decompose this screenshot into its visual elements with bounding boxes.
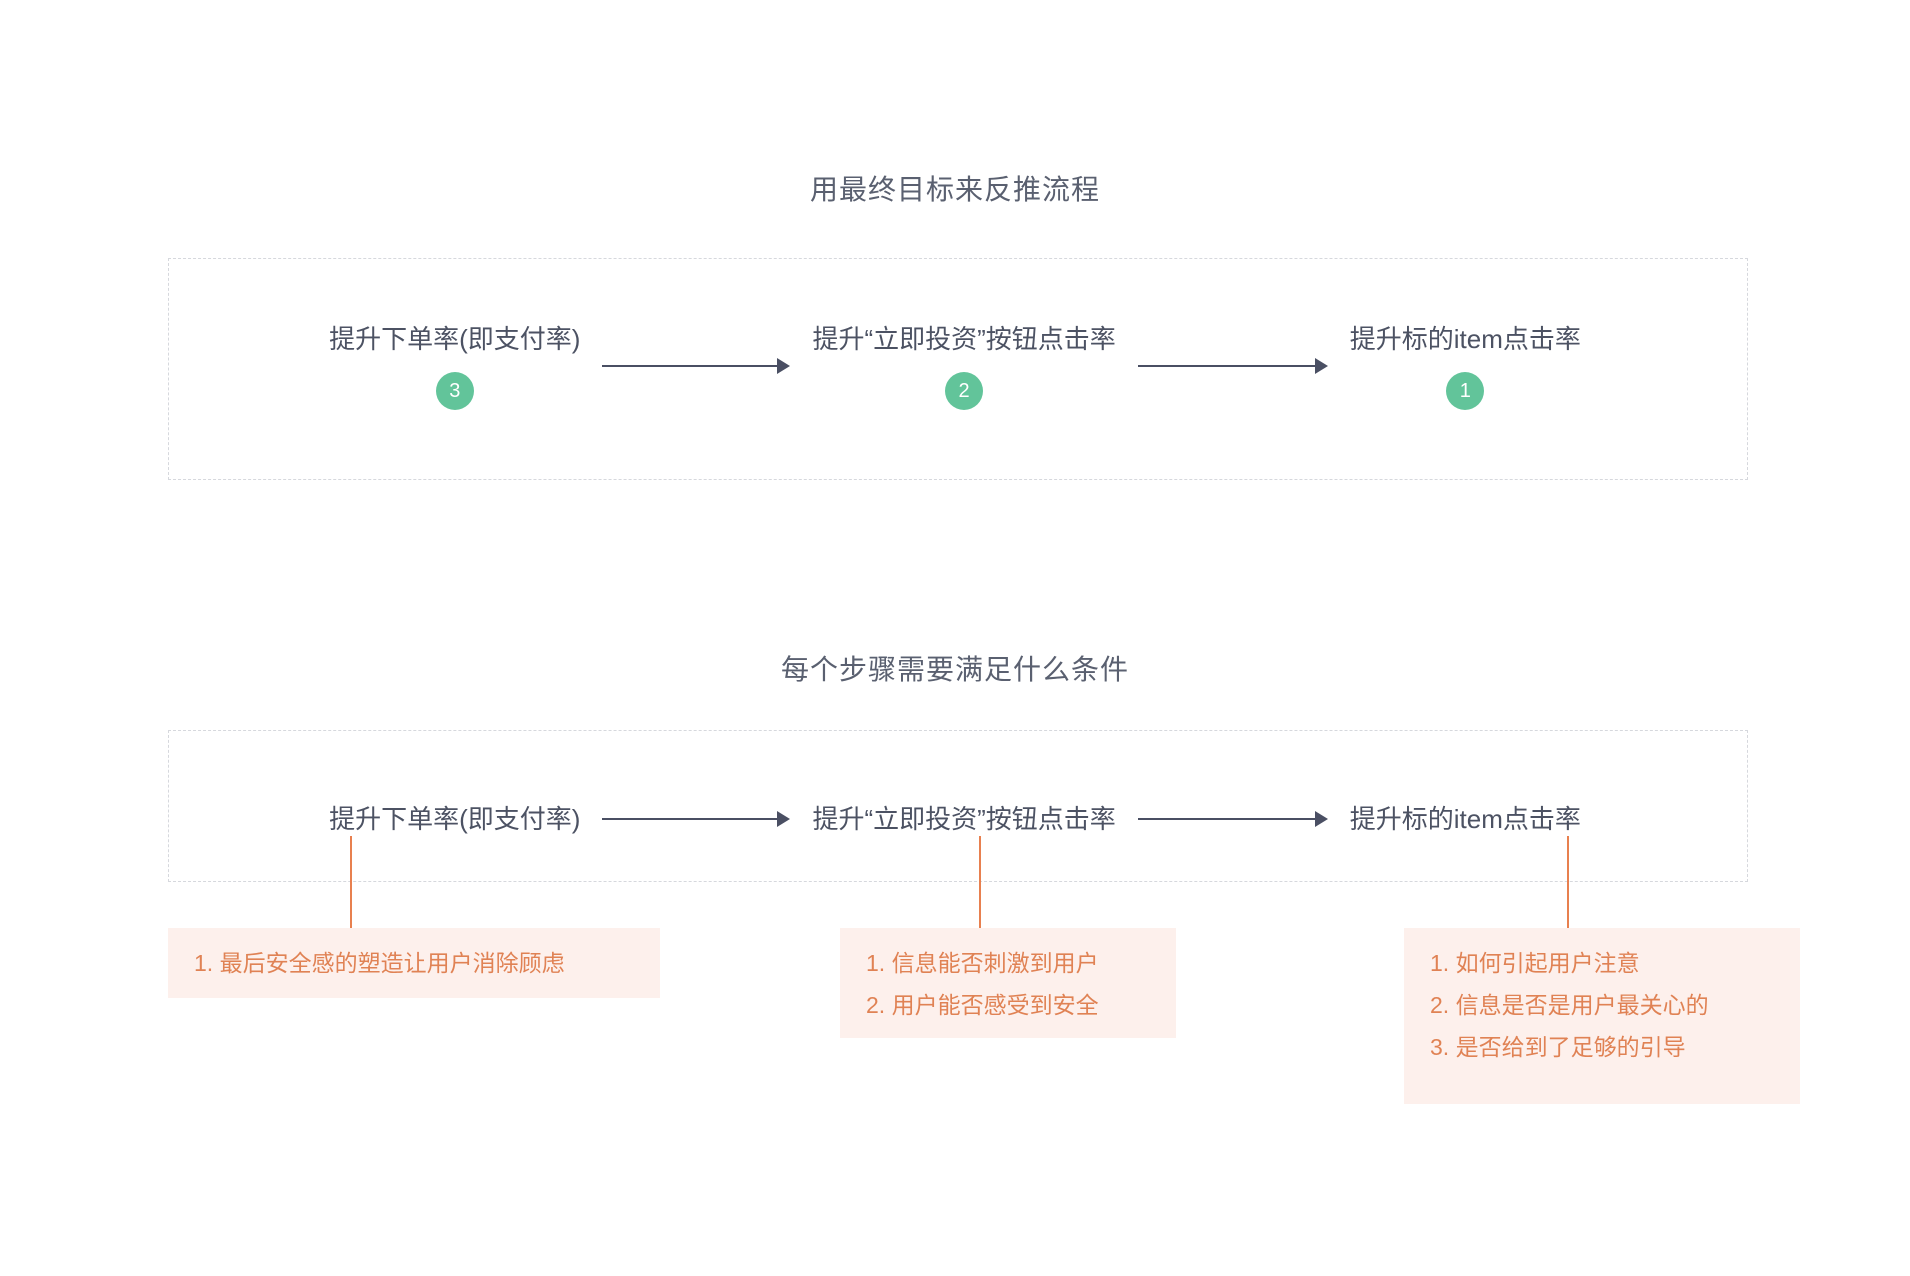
connector-line-1 [350, 836, 352, 928]
arrow-right-icon-4 [1137, 802, 1328, 836]
arrow-head [777, 358, 791, 374]
step-badge-3: 3 [435, 372, 474, 410]
flow-node-label: 提升下单率(即支付率) [329, 324, 581, 354]
arrow-right-icon-2 [1137, 349, 1328, 383]
arrow-shaft [1137, 818, 1316, 820]
arrow-head [1314, 811, 1328, 827]
condition-item: 3. 是否给到了足够的引导 [1430, 1034, 1686, 1060]
flow-node-item-ctr[interactable]: 提升标的item点击率 1 [1350, 322, 1581, 410]
arrow-shaft [1137, 365, 1316, 367]
arrow-shaft [602, 818, 779, 820]
condition-item: 1. 如何引起用户注意 [1430, 950, 1640, 976]
condition-box-payment-rate: 1. 最后安全感的塑造让用户消除顾虑 [168, 928, 660, 998]
connector-line-3 [1567, 836, 1569, 928]
condition-item: 1. 信息能否刺激到用户 [866, 950, 1099, 976]
flow-node-label: 提升标的item点击率 [1349, 324, 1581, 354]
step-badge-2: 2 [945, 372, 984, 410]
flow-container-section-2 [168, 730, 1748, 882]
condition-box-item-ctr: 1. 如何引起用户注意 2. 信息是否是用户最关心的 3. 是否给到了足够的引导 [1404, 928, 1800, 1104]
connector-line-2 [979, 836, 981, 928]
arrow-right-icon-3 [602, 802, 791, 836]
flow-container-section-1 [168, 258, 1748, 480]
flow-node-label: 提升标的item点击率 [1349, 804, 1581, 834]
flow-node-label: 提升“立即投资”按钮点击率 [812, 804, 1116, 834]
flow-node-invest-button-ctr-2[interactable]: 提升“立即投资”按钮点击率 [812, 802, 1115, 836]
flow-row-section-2: 提升下单率(即支付率) 提升“立即投资”按钮点击率 提升标的item点击率 [0, 802, 1910, 836]
condition-item: 2. 信息是否是用户最关心的 [1430, 992, 1709, 1018]
flow-node-item-ctr-2[interactable]: 提升标的item点击率 [1350, 802, 1581, 836]
flow-node-payment-rate-2[interactable]: 提升下单率(即支付率) [329, 802, 580, 836]
step-badge-1: 1 [1446, 372, 1485, 410]
flow-node-invest-button-ctr[interactable]: 提升“立即投资”按钮点击率 2 [812, 322, 1116, 410]
flow-node-label: 提升“立即投资”按钮点击率 [812, 324, 1116, 354]
flow-row-section-1: 提升下单率(即支付率) 3 提升“立即投资”按钮点击率 2 提升标的item点击… [0, 322, 1910, 410]
arrow-shaft [602, 365, 779, 367]
condition-box-invest-button: 1. 信息能否刺激到用户 2. 用户能否感受到安全 [840, 928, 1176, 1038]
arrow-right-icon-1 [602, 349, 791, 383]
condition-item: 2. 用户能否感受到安全 [866, 992, 1099, 1018]
flow-node-payment-rate[interactable]: 提升下单率(即支付率) 3 [329, 322, 580, 410]
condition-item: 1. 最后安全感的塑造让用户消除顾虑 [194, 950, 565, 976]
flow-node-label: 提升下单率(即支付率) [329, 804, 581, 834]
arrow-head [777, 811, 791, 827]
arrow-head [1314, 358, 1328, 374]
section-title-step-conditions: 每个步骤需要满足什么条件 [780, 654, 1129, 685]
section-title-goal-backtrack: 用最终目标来反推流程 [809, 174, 1100, 205]
